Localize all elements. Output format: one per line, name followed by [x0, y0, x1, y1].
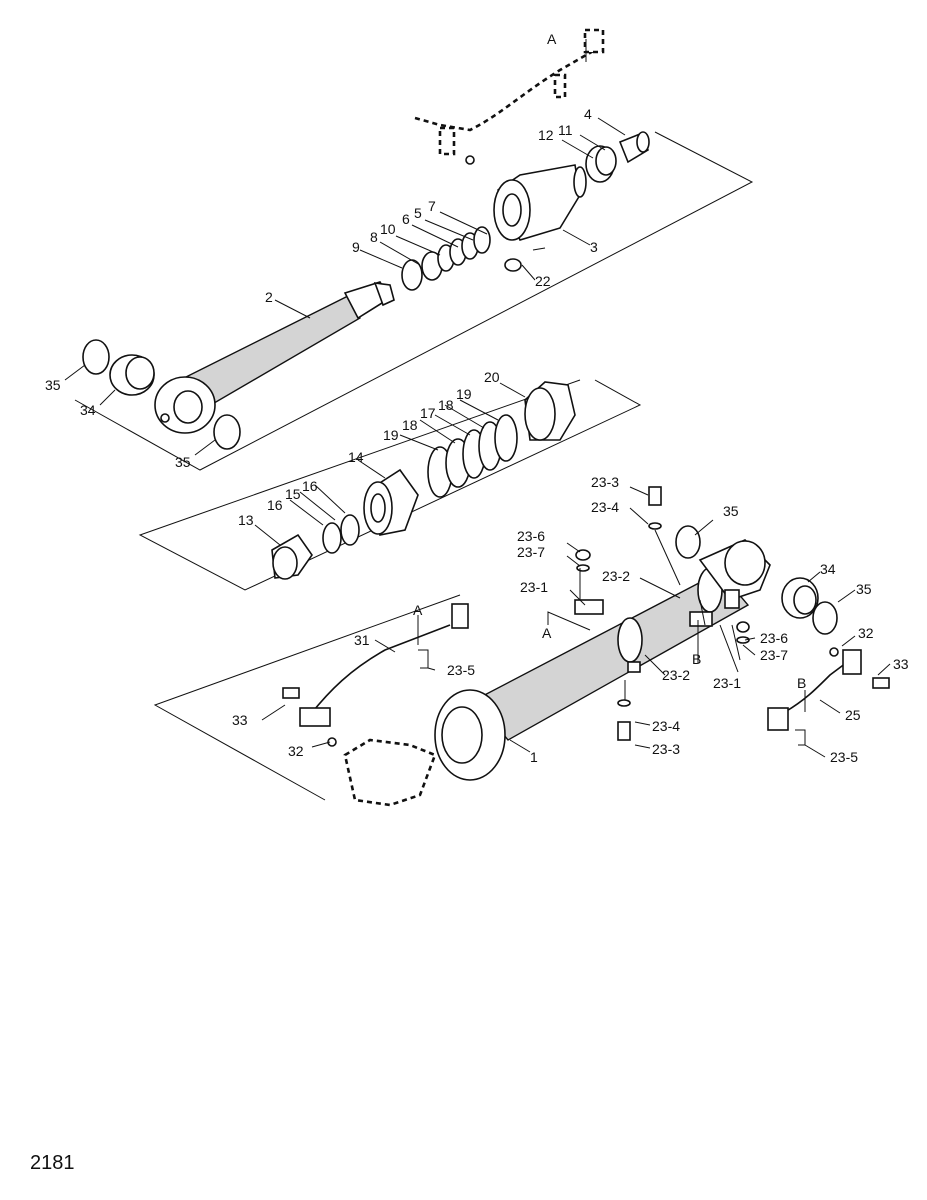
callout-35c: 35: [723, 503, 739, 519]
piston-group-outline: [138, 379, 642, 591]
callout-14: 14: [348, 449, 364, 465]
callout-15: 15: [285, 486, 301, 502]
callout-6: 6: [402, 211, 410, 227]
callout-refA3: A: [413, 602, 423, 618]
callout-23-1b: 23-1: [713, 675, 741, 691]
callout-35d: 35: [856, 581, 872, 597]
callout-4: 4: [584, 106, 592, 122]
callout-33b: 33: [893, 656, 909, 672]
callout-23-5b: 23-5: [830, 749, 858, 765]
callout-18a: 18: [438, 397, 454, 413]
callout-8: 8: [370, 229, 378, 245]
pipe-25: [767, 647, 890, 746]
tube-rings-and-bushing: [675, 525, 838, 635]
page-number: 2181: [30, 1152, 75, 1174]
rod-eye-bushing-and-rings: [82, 339, 241, 450]
callout-refA1: A: [547, 31, 557, 47]
callout-32a: 32: [288, 743, 304, 759]
callout-23-1a: 23-1: [520, 579, 548, 595]
callout-23-3a: 23-3: [591, 474, 619, 490]
tube-bolts-and-washers: [575, 486, 750, 741]
callout-10: 10: [380, 221, 396, 237]
callout-3: 3: [590, 239, 598, 255]
callout-20: 20: [484, 369, 500, 385]
callout-23-3b: 23-3: [652, 741, 680, 757]
callout-23-2b: 23-2: [662, 667, 690, 683]
piston-rod: [154, 281, 395, 434]
callout-12: 12: [538, 127, 554, 143]
callout-2: 2: [265, 289, 273, 305]
cushion-collar: [271, 533, 313, 580]
leader-lines: [64, 39, 891, 758]
callout-31: 31: [354, 632, 370, 648]
head-dashed-ref: [327, 737, 437, 807]
callout-16a: 16: [302, 478, 318, 494]
callout-13: 13: [238, 512, 254, 528]
piston-rings: [427, 414, 518, 498]
upper-pipe-dashed: [414, 28, 605, 156]
callout-23-6a: 23-6: [517, 528, 545, 544]
callout-23-7b: 23-7: [760, 647, 788, 663]
callout-9: 9: [352, 239, 360, 255]
tube-mounting-brackets: [574, 589, 740, 673]
callout-25: 25: [845, 707, 861, 723]
callout-1: 1: [530, 749, 538, 765]
callout-16b: 16: [267, 497, 283, 513]
pipe-31: [282, 603, 469, 727]
cylinder-head: [465, 155, 587, 241]
callout-23-6b: 23-6: [760, 630, 788, 646]
callout-refA2: A: [542, 625, 552, 641]
callout-32b: 32: [858, 625, 874, 641]
callout-19b: 19: [383, 427, 399, 443]
callout-23-4b: 23-4: [652, 718, 680, 734]
callout-17: 17: [420, 405, 436, 421]
rod-group-outline: [74, 131, 754, 471]
tube-group-outline: [153, 594, 461, 801]
callout-7: 7: [428, 198, 436, 214]
callout-labels: A 4 11 12 7 5 6 10 8 9 3 22 2 35 34 35 2…: [45, 31, 909, 765]
callout-23-4a: 23-4: [591, 499, 619, 515]
cylinder-tube: [434, 539, 771, 781]
callout-34a: 34: [80, 402, 96, 418]
rod-seals: [401, 226, 491, 291]
callout-5: 5: [414, 205, 422, 221]
callout-18b: 18: [402, 417, 418, 433]
callout-33a: 33: [232, 712, 248, 728]
callout-19a: 19: [456, 386, 472, 402]
callout-23-7a: 23-7: [517, 544, 545, 560]
callout-34b: 34: [820, 561, 836, 577]
callout-35b: 35: [175, 454, 191, 470]
bushing-and-wiper: [585, 131, 650, 183]
callout-35a: 35: [45, 377, 61, 393]
cushion-seals: [322, 514, 360, 554]
callout-refB1: B: [692, 651, 701, 667]
callout-23-2a: 23-2: [602, 568, 630, 584]
grease-nipple: [504, 247, 546, 272]
piston: [363, 468, 419, 536]
callout-23-5a: 23-5: [447, 662, 475, 678]
piston-nut: [524, 381, 576, 441]
callout-refB2: B: [797, 675, 806, 691]
callout-11: 11: [558, 122, 573, 138]
callout-22: 22: [535, 273, 551, 289]
